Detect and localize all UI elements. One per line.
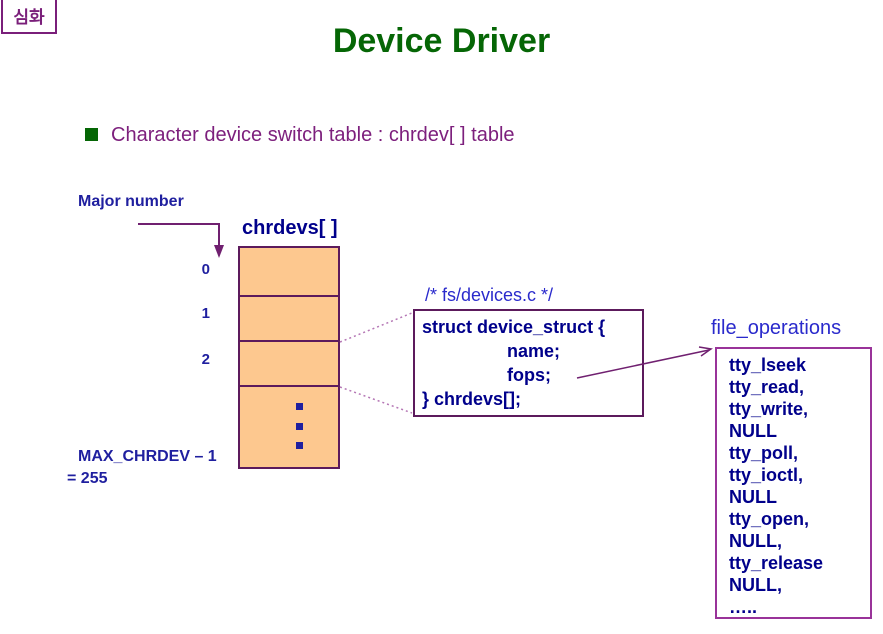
file-operations-label: file_operations — [711, 317, 842, 339]
file-operations-box: tty_lseek tty_read, tty_write, NULL tty_… — [715, 347, 872, 619]
table-row-2 — [240, 342, 338, 387]
fops-entry: NULL, — [729, 531, 782, 551]
code-line: fops; — [507, 365, 551, 385]
table-row-1 — [240, 297, 338, 342]
chrdevs-table — [238, 246, 340, 469]
bullet-square-icon — [85, 128, 98, 141]
fops-entry: tty_release — [729, 553, 824, 573]
fops-entry: tty_open, — [729, 509, 810, 529]
code-line: struct device_struct { — [422, 317, 606, 337]
row-index-2: 2 — [201, 351, 210, 368]
page-title: Device Driver — [332, 22, 551, 60]
row-index-1: 1 — [201, 305, 210, 322]
fops-entry: tty_write, — [729, 399, 809, 419]
fops-entry: NULL — [729, 487, 777, 507]
major-number-arrow — [138, 223, 224, 258]
dotted-connector-top — [339, 312, 413, 343]
dotted-connector-bottom — [339, 386, 413, 414]
fops-entry: ….. — [729, 597, 758, 617]
fops-entry: NULL, — [729, 575, 782, 595]
level-badge: 심화 — [1, 0, 57, 34]
table-row-ellipsis — [240, 387, 338, 467]
major-number-label: Major number — [78, 193, 184, 210]
row-index-0: 0 — [201, 261, 210, 278]
level-badge-label: 심화 — [13, 8, 45, 27]
max-chrdev-value: = 255 — [67, 470, 108, 487]
bullet-text: Character device switch table : chrdev[ … — [111, 124, 515, 146]
code-line: name; — [507, 341, 561, 361]
code-line: } chrdevs[]; — [422, 389, 522, 409]
chrdevs-array-label: chrdevs[ ] — [242, 217, 338, 239]
fops-entry: NULL — [729, 421, 777, 441]
ellipsis-dot — [296, 403, 303, 410]
max-chrdev-label: MAX_CHRDEV – 1 — [78, 448, 217, 465]
fops-entry: tty_lseek — [729, 355, 807, 375]
ellipsis-dot — [296, 442, 303, 449]
device-struct-box: struct device_struct { name; fops; } chr… — [413, 309, 644, 417]
table-row-0 — [240, 248, 338, 297]
fops-entry: tty_ioctl, — [729, 465, 804, 485]
source-file-comment: /* fs/devices.c */ — [425, 285, 554, 305]
ellipsis-dot — [296, 423, 303, 430]
fops-entry: tty_poll, — [729, 443, 799, 463]
bullet-item: Character device switch table : chrdev[ … — [85, 122, 515, 148]
fops-entry: tty_read, — [729, 377, 805, 397]
